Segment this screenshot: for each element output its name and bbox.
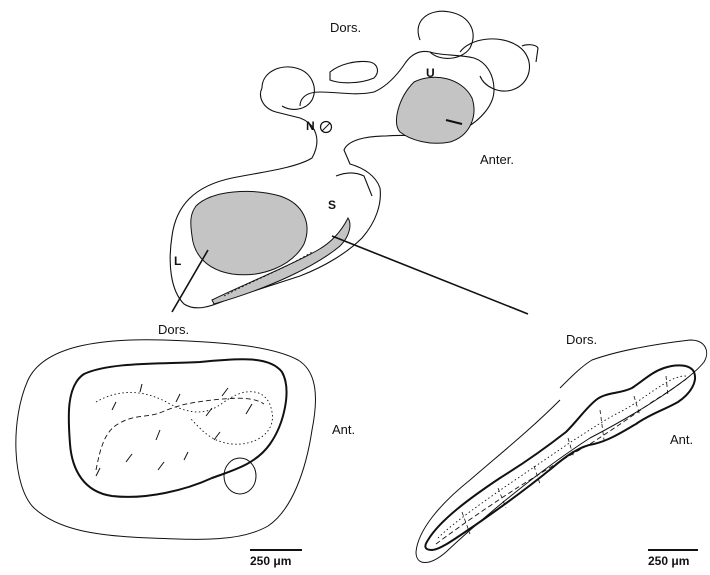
saccule-section: [416, 340, 707, 563]
saccule-duct: [336, 173, 372, 196]
lagena-nerve-opening: [224, 458, 256, 494]
pointer-saccule: [332, 236, 528, 314]
label-lagena: L: [174, 254, 181, 268]
saccule-outer-outline: [416, 340, 707, 563]
lagena-outer-outline: [16, 340, 316, 540]
lagena-section: [16, 340, 316, 540]
label-left-anterior: Ant.: [332, 422, 355, 437]
label-nerve: N: [306, 119, 315, 133]
canal-bridge: [330, 61, 377, 82]
label-top-dorsal: Dors.: [330, 20, 361, 35]
lagena-macula: [191, 191, 307, 274]
label-right-dorsal: Dors.: [566, 332, 597, 347]
saccule-striola: [436, 376, 690, 544]
label-right-anterior: Ant.: [670, 432, 693, 447]
label-top-anterior: Anter.: [480, 152, 514, 167]
canal-stub: [522, 45, 538, 62]
lagena-macula-outline: [69, 359, 287, 497]
scale-bar-left-label: 250 μm: [250, 554, 291, 568]
lagena-striola: [96, 392, 273, 445]
nerve-hatch: [322, 123, 330, 131]
scale-bar-right-label: 250 μm: [648, 554, 689, 568]
label-utricle: U: [426, 66, 435, 80]
utricle-macula: [396, 77, 473, 143]
saccule-macula-inner: [438, 376, 688, 538]
label-saccule: S: [328, 198, 336, 212]
canal-loop-left: [262, 67, 314, 109]
lagena-reversal-line: [96, 398, 264, 470]
hair-cell-arrows: [96, 384, 252, 476]
label-left-dorsal: Dors.: [158, 322, 189, 337]
